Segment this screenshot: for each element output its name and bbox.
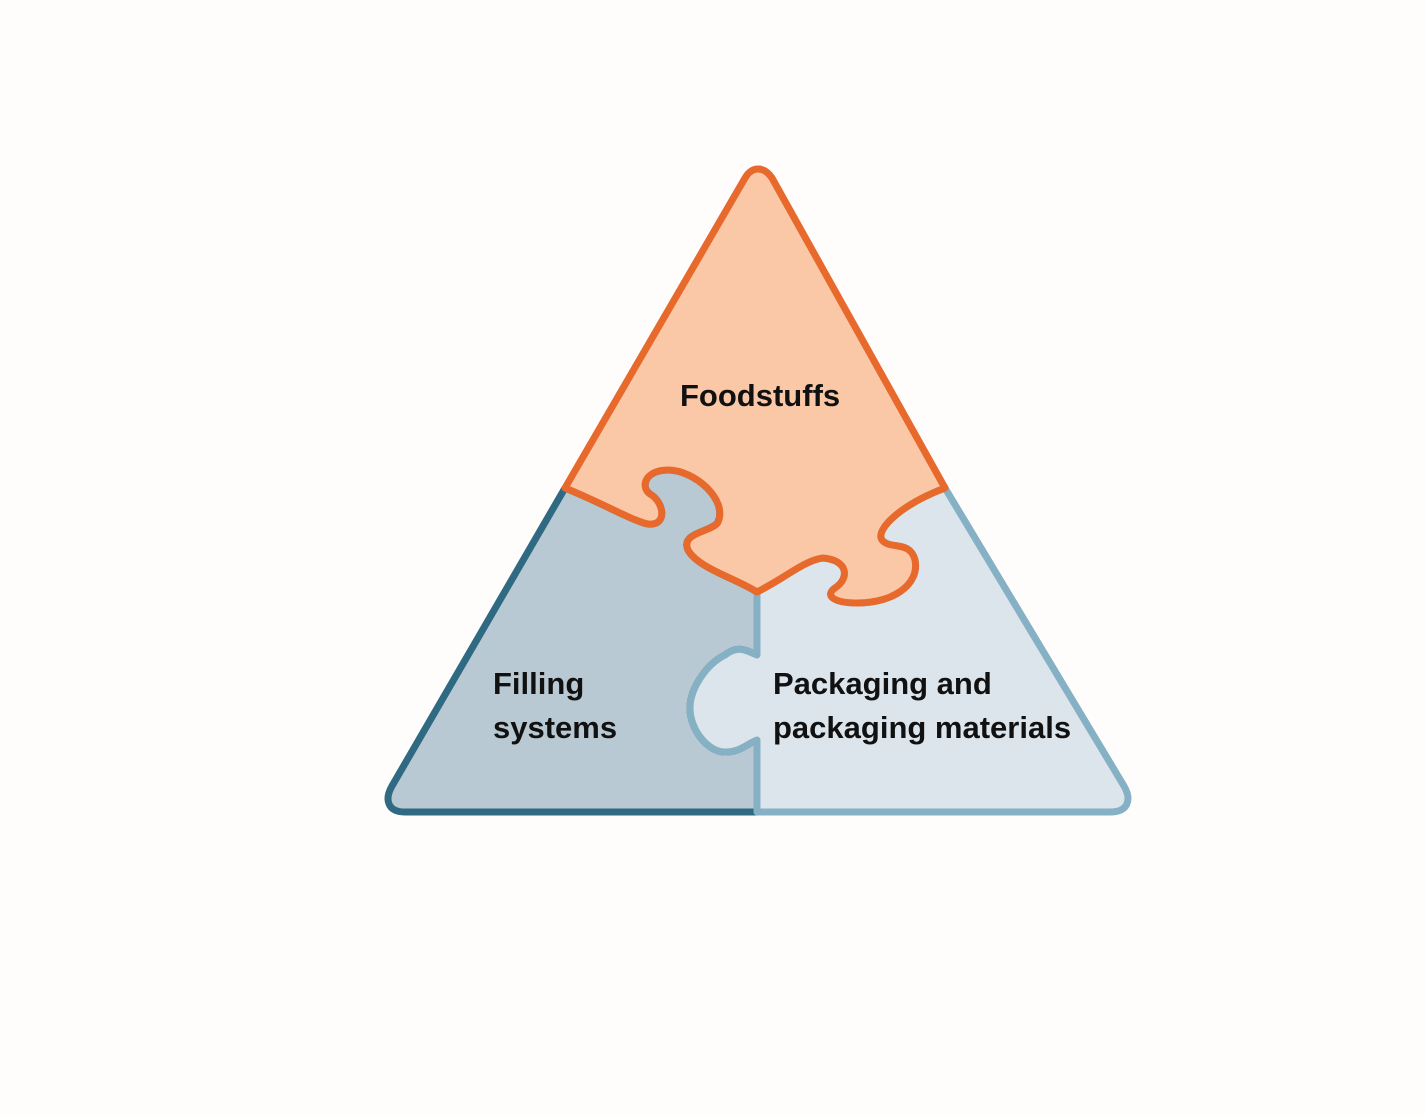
packaging-label-line-1: Packaging and xyxy=(773,666,992,701)
foodstuffs-label: Foodstuffs xyxy=(680,378,840,413)
filling-systems-label-line-1: Filling xyxy=(493,666,584,701)
foodstuffs-piece xyxy=(561,165,949,607)
filling-systems-label: Filling systems xyxy=(493,666,617,745)
filling-systems-piece xyxy=(384,466,761,816)
filling-systems-label-line-2: systems xyxy=(493,710,617,745)
foodstuffs-label-line: Foodstuffs xyxy=(680,378,840,413)
packaging-label-line-2: packaging materials xyxy=(773,710,1071,745)
packaging-label: Packaging and packaging materials xyxy=(773,666,1071,745)
